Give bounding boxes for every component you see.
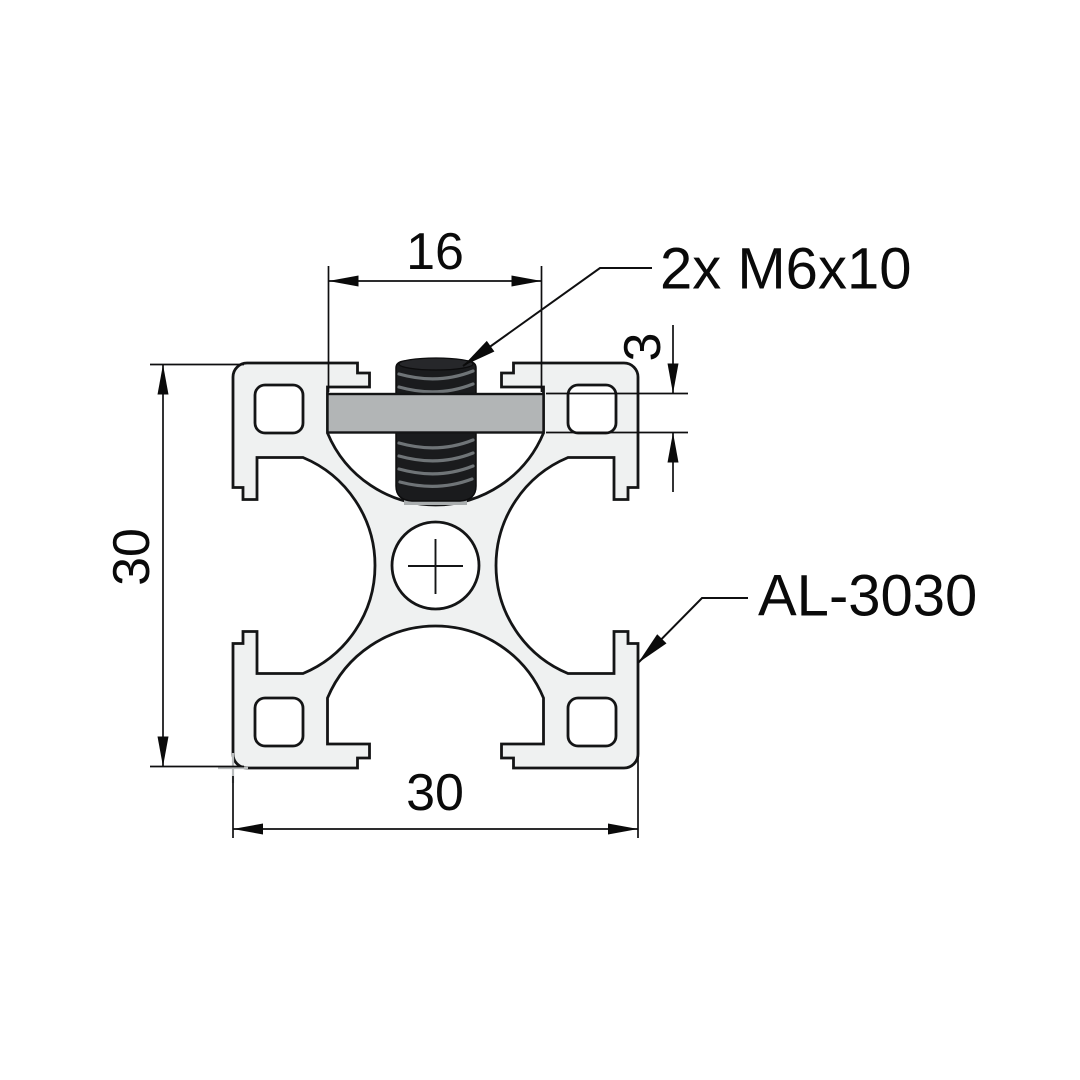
arrowhead-up-icon <box>667 432 679 463</box>
arrowhead-down-icon <box>157 736 169 767</box>
profile-callout-label: AL-3030 <box>758 564 977 629</box>
arrowhead-up-icon <box>157 364 169 395</box>
dim-30-height-label: 30 <box>103 528 161 586</box>
leader-arrowhead-icon <box>638 634 667 663</box>
screw-thread-ridges <box>397 369 475 488</box>
dim-3-label: 3 <box>614 333 672 362</box>
arrowhead-right-icon <box>608 823 638 835</box>
dimension-16: 16 <box>327 223 543 392</box>
center-bore-crosshair-icon <box>408 539 463 594</box>
dimension-30-bottom: 30 <box>232 756 639 838</box>
leader-arrowhead-icon <box>463 340 495 366</box>
screw-callout-label: 2x M6x10 <box>660 237 911 302</box>
screw-callout: 2x M6x10 <box>462 237 911 367</box>
arrowhead-left-icon <box>233 823 263 835</box>
dimension-3: 3 <box>546 325 688 492</box>
dim-16-label: 16 <box>406 223 464 281</box>
dimension-30-left: 30 <box>103 363 244 768</box>
profile-callout: AL-3030 <box>637 564 977 664</box>
screw-top-face <box>398 357 474 371</box>
arrowhead-right-icon <box>511 275 542 287</box>
arrowhead-down-icon <box>667 363 679 394</box>
slot-nut-plate <box>326 392 545 434</box>
leader-line <box>462 267 652 367</box>
leader-line <box>637 597 748 664</box>
arrowhead-left-icon <box>328 275 359 287</box>
dim-30-width-label: 30 <box>406 764 464 822</box>
